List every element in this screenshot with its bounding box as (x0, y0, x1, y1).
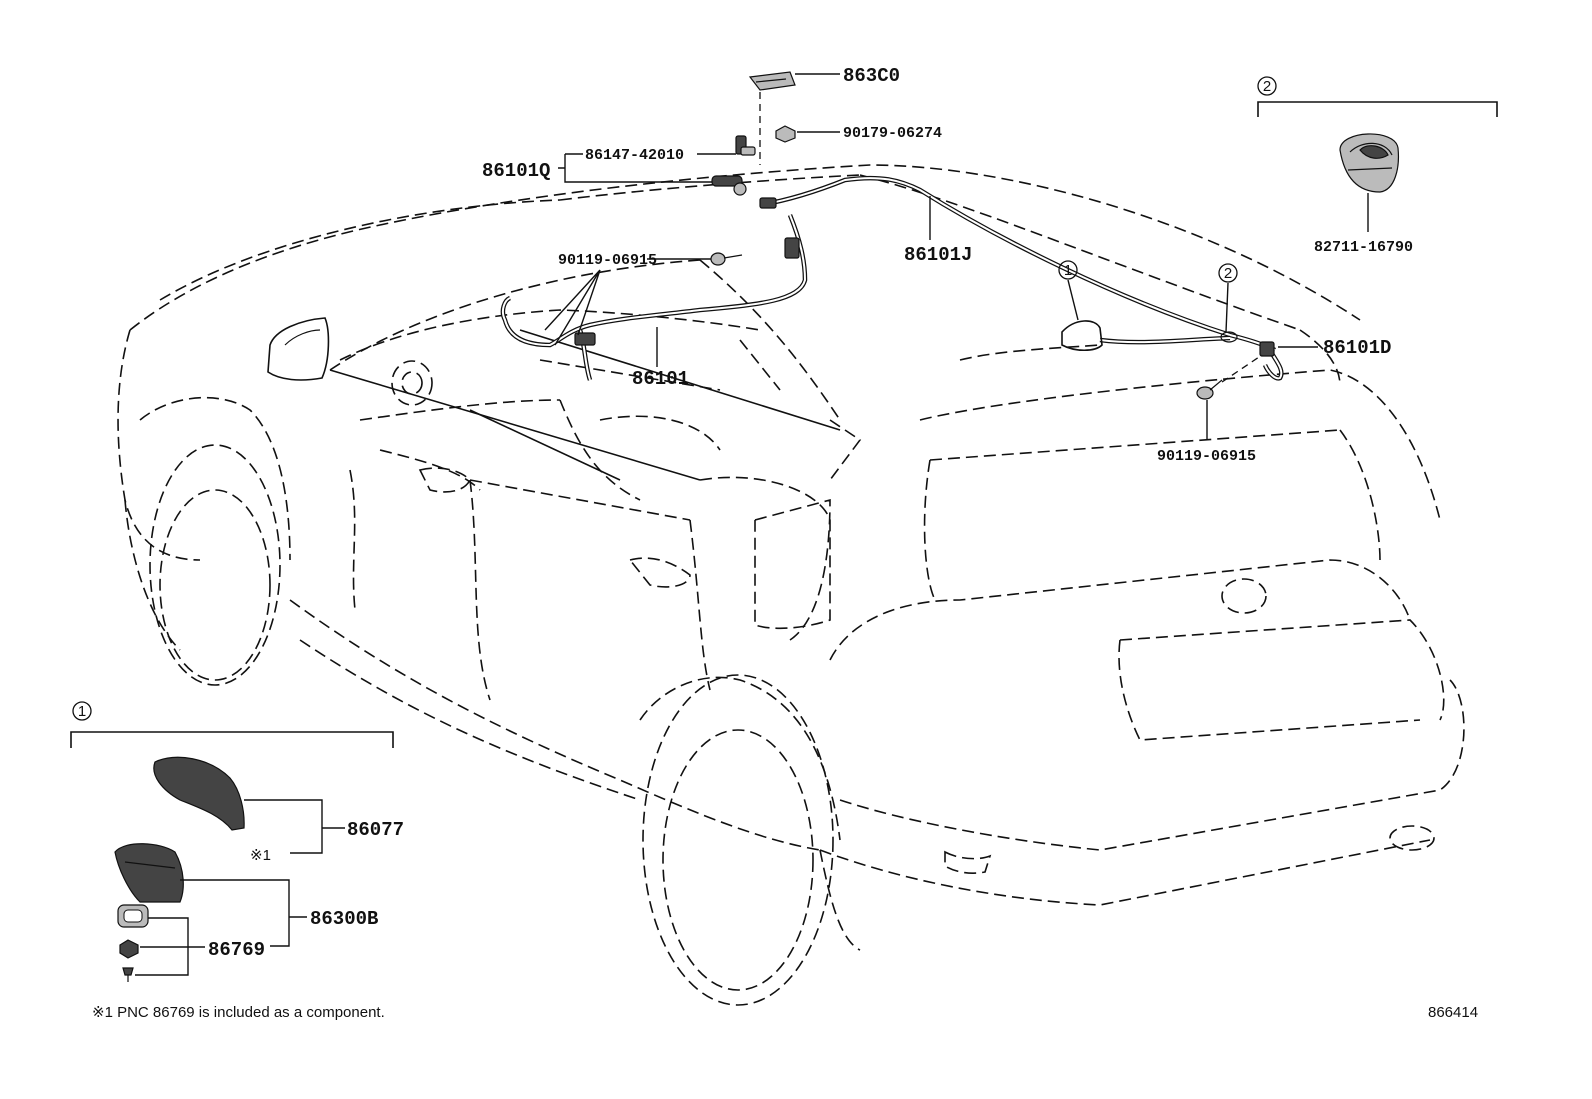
label-86101q: 86101Q (482, 160, 550, 182)
leader-86769 (135, 917, 205, 976)
bolt-90119-06915-b (1196, 379, 1223, 400)
circle-marker-1-roof: 1 (1058, 260, 1078, 280)
label-86147-42010: 86147-42010 (585, 147, 684, 164)
cable-connector (784, 237, 800, 259)
screw-86769 (122, 967, 134, 982)
leader-90119-a-fan (544, 269, 601, 346)
leader-86300b (180, 879, 307, 947)
footnote: ※1 PNC 86769 is included as a component. (92, 1004, 385, 1021)
label-82711-16790: 82711-16790 (1314, 239, 1413, 256)
circle-marker-2-roof: 2 (1218, 263, 1238, 283)
circle-marker-2-top: 2 (1257, 76, 1277, 96)
bracket-86101q (558, 153, 712, 183)
label-86077: 86077 (347, 819, 404, 841)
bolt-90119-06915-a (710, 252, 743, 266)
cable-connector (711, 175, 743, 187)
clamp-82711-16790 (1339, 133, 1400, 193)
cable-connector (1259, 341, 1275, 357)
label-86101: 86101 (632, 368, 689, 390)
svg-text:2: 2 (1224, 265, 1232, 282)
antenna-cable-harness (500, 175, 1284, 381)
antenna-cover-86077 (153, 756, 245, 831)
label-86101d: 86101D (1323, 337, 1391, 359)
svg-text:1: 1 (78, 703, 86, 720)
group2-bracket (1257, 101, 1498, 117)
cable-connector (574, 332, 596, 346)
circle2-target (1220, 331, 1238, 343)
label-86300b: 86300B (310, 908, 378, 930)
leader-90119-b-dash (1221, 354, 1263, 383)
label-86101j: 86101J (904, 244, 972, 266)
roof-antenna (1061, 320, 1103, 352)
svg-text:1: 1 (1064, 262, 1072, 279)
circle-marker-1-inset: 1 (72, 701, 92, 721)
cable-clamp (733, 182, 747, 196)
gasket-86769 (117, 904, 149, 928)
label-86769: 86769 (208, 939, 265, 961)
diagram-id: 866414 (1428, 1004, 1478, 1021)
leader-circle1 (1067, 279, 1079, 321)
label-90179-06274: 90179-06274 (843, 125, 942, 142)
bracket-863c0 (748, 71, 796, 91)
nut-86769 (119, 939, 139, 959)
svg-text:2: 2 (1263, 78, 1271, 95)
note-ref-marker: ※1 (250, 847, 271, 864)
label-863c0: 863C0 (843, 65, 900, 87)
label-90119-06915-a: 90119-06915 (558, 252, 657, 269)
vehicle-outline (117, 164, 1465, 1006)
nut-90179-06274 (775, 125, 796, 143)
label-90119-06915-b: 90119-06915 (1157, 448, 1256, 465)
cable-connector (759, 197, 777, 209)
leader-circle2 (1225, 282, 1229, 333)
group1-bracket (70, 731, 394, 748)
leader-86077 (244, 799, 345, 854)
antenna-assembly-86300b (114, 843, 184, 903)
clip-86147-42010 (735, 135, 756, 156)
